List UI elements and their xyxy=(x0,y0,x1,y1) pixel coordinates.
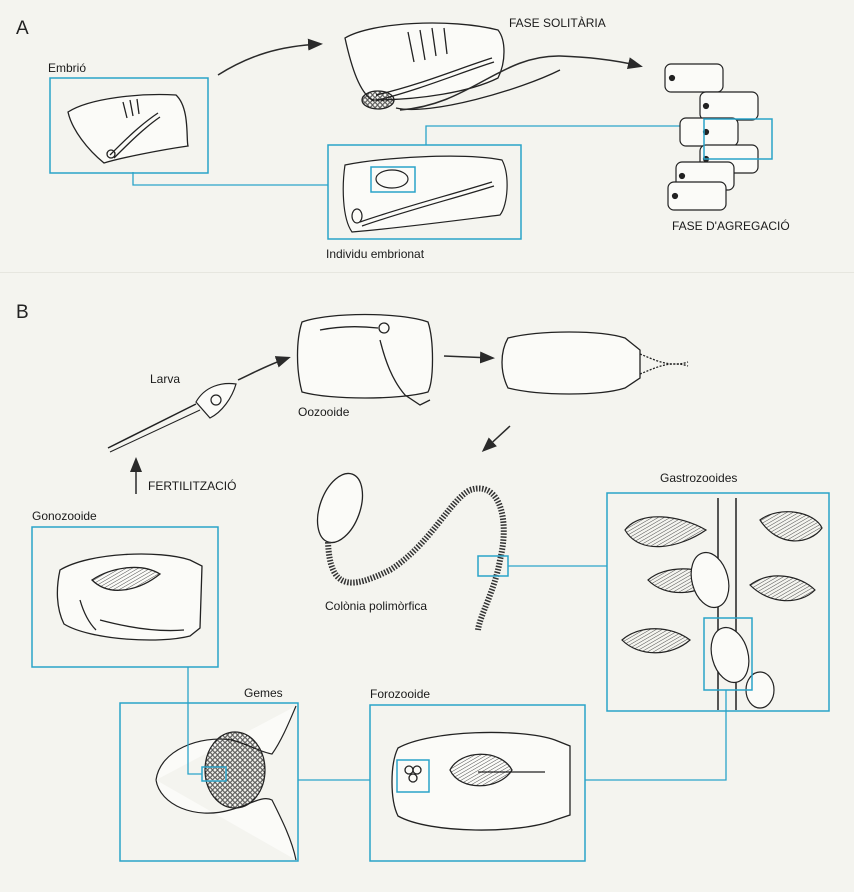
label-buds: Gemes xyxy=(244,686,283,700)
gonozooid-drawing xyxy=(56,553,203,641)
label-solitary-phase: FASE SOLITÀRIA xyxy=(509,15,606,30)
embryonated-embryo-highlight-box xyxy=(370,166,416,193)
arrow-embryo-to-solitary xyxy=(217,38,323,76)
phorozooid-highlight-box xyxy=(396,759,430,793)
solitary-zooid-drawing xyxy=(344,22,561,111)
aggregation-highlight-box xyxy=(703,118,773,160)
panel-b-arrows xyxy=(130,351,511,494)
buds-drawing xyxy=(155,705,297,861)
arrow-nurse-to-colony xyxy=(481,425,511,453)
label-phorozooid: Forozooide xyxy=(370,687,430,701)
label-gonozooid: Gonozooide xyxy=(32,509,97,523)
label-polymorphic-colony: Colònia polimòrfica xyxy=(325,599,427,613)
embryo-box xyxy=(49,77,209,174)
label-embryonated-individual: Individu embrionat xyxy=(326,247,425,261)
gastrozooids-box xyxy=(606,492,830,712)
arrow-solitary-to-aggregation xyxy=(399,55,643,111)
label-aggregation-phase: FASE D'AGREGACIÓ xyxy=(672,218,790,233)
colony-highlight-box xyxy=(477,555,509,577)
panel-b-letter: B xyxy=(16,302,29,323)
embryo-drawing xyxy=(67,93,189,164)
panel-divider xyxy=(0,272,854,273)
gastrozooid-highlight-box xyxy=(703,617,753,691)
label-oozooid: Oozooide xyxy=(298,405,350,419)
gastrozooids-drawing xyxy=(621,498,823,710)
arrow-larva-to-oozooid xyxy=(237,356,291,381)
buds-box xyxy=(119,702,299,862)
oozooid-drawing xyxy=(296,313,434,406)
embryonated-individual-drawing xyxy=(342,155,508,233)
label-gastrozooids: Gastrozooides xyxy=(660,471,737,485)
arrow-oozooid-to-nurse xyxy=(443,351,495,364)
larva-drawing xyxy=(107,382,237,453)
embryonated-individual-box xyxy=(327,144,522,240)
nurse-zooid-drawing xyxy=(501,331,689,395)
phorozooid-drawing xyxy=(391,731,571,831)
label-fertilization: FERTILITZACIÓ xyxy=(148,478,236,493)
panel-b-connectors xyxy=(187,565,727,781)
phorozooid-box xyxy=(369,704,586,862)
label-larva: Larva xyxy=(150,372,180,386)
gonozooid-box xyxy=(31,526,219,668)
aggregation-chain-drawing xyxy=(664,63,759,211)
label-embryo: Embrió xyxy=(48,61,86,75)
panel-a-letter: A xyxy=(16,18,29,39)
panel-a-connectors xyxy=(132,125,704,186)
